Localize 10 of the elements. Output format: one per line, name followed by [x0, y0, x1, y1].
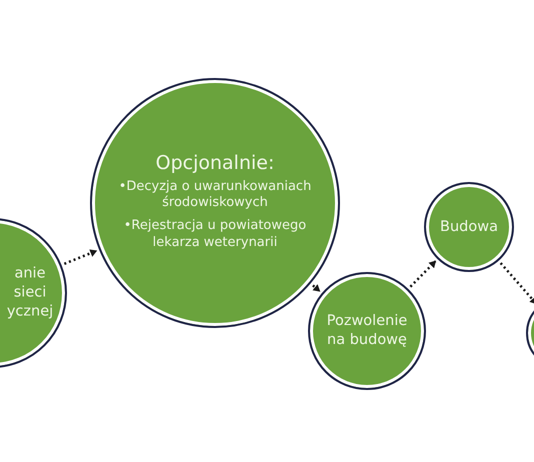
- arrow: [500, 262, 534, 304]
- node-label: Pozwolenie na budowę: [326, 312, 408, 350]
- bullet-text: •Rejestracja u powiatowego lekarza weterynarii: [122, 218, 308, 252]
- arrow: [410, 260, 436, 288]
- bullet-text: •Decyzja o uwarunkowaniach środowiskowych: [118, 178, 312, 212]
- arrow: [312, 284, 320, 292]
- node-label: anie sieci ycznej: [6, 264, 54, 322]
- node-label: Budowa: [440, 218, 498, 236]
- heading: Opcjonalnie:: [156, 150, 274, 176]
- arrow: [64, 249, 98, 265]
